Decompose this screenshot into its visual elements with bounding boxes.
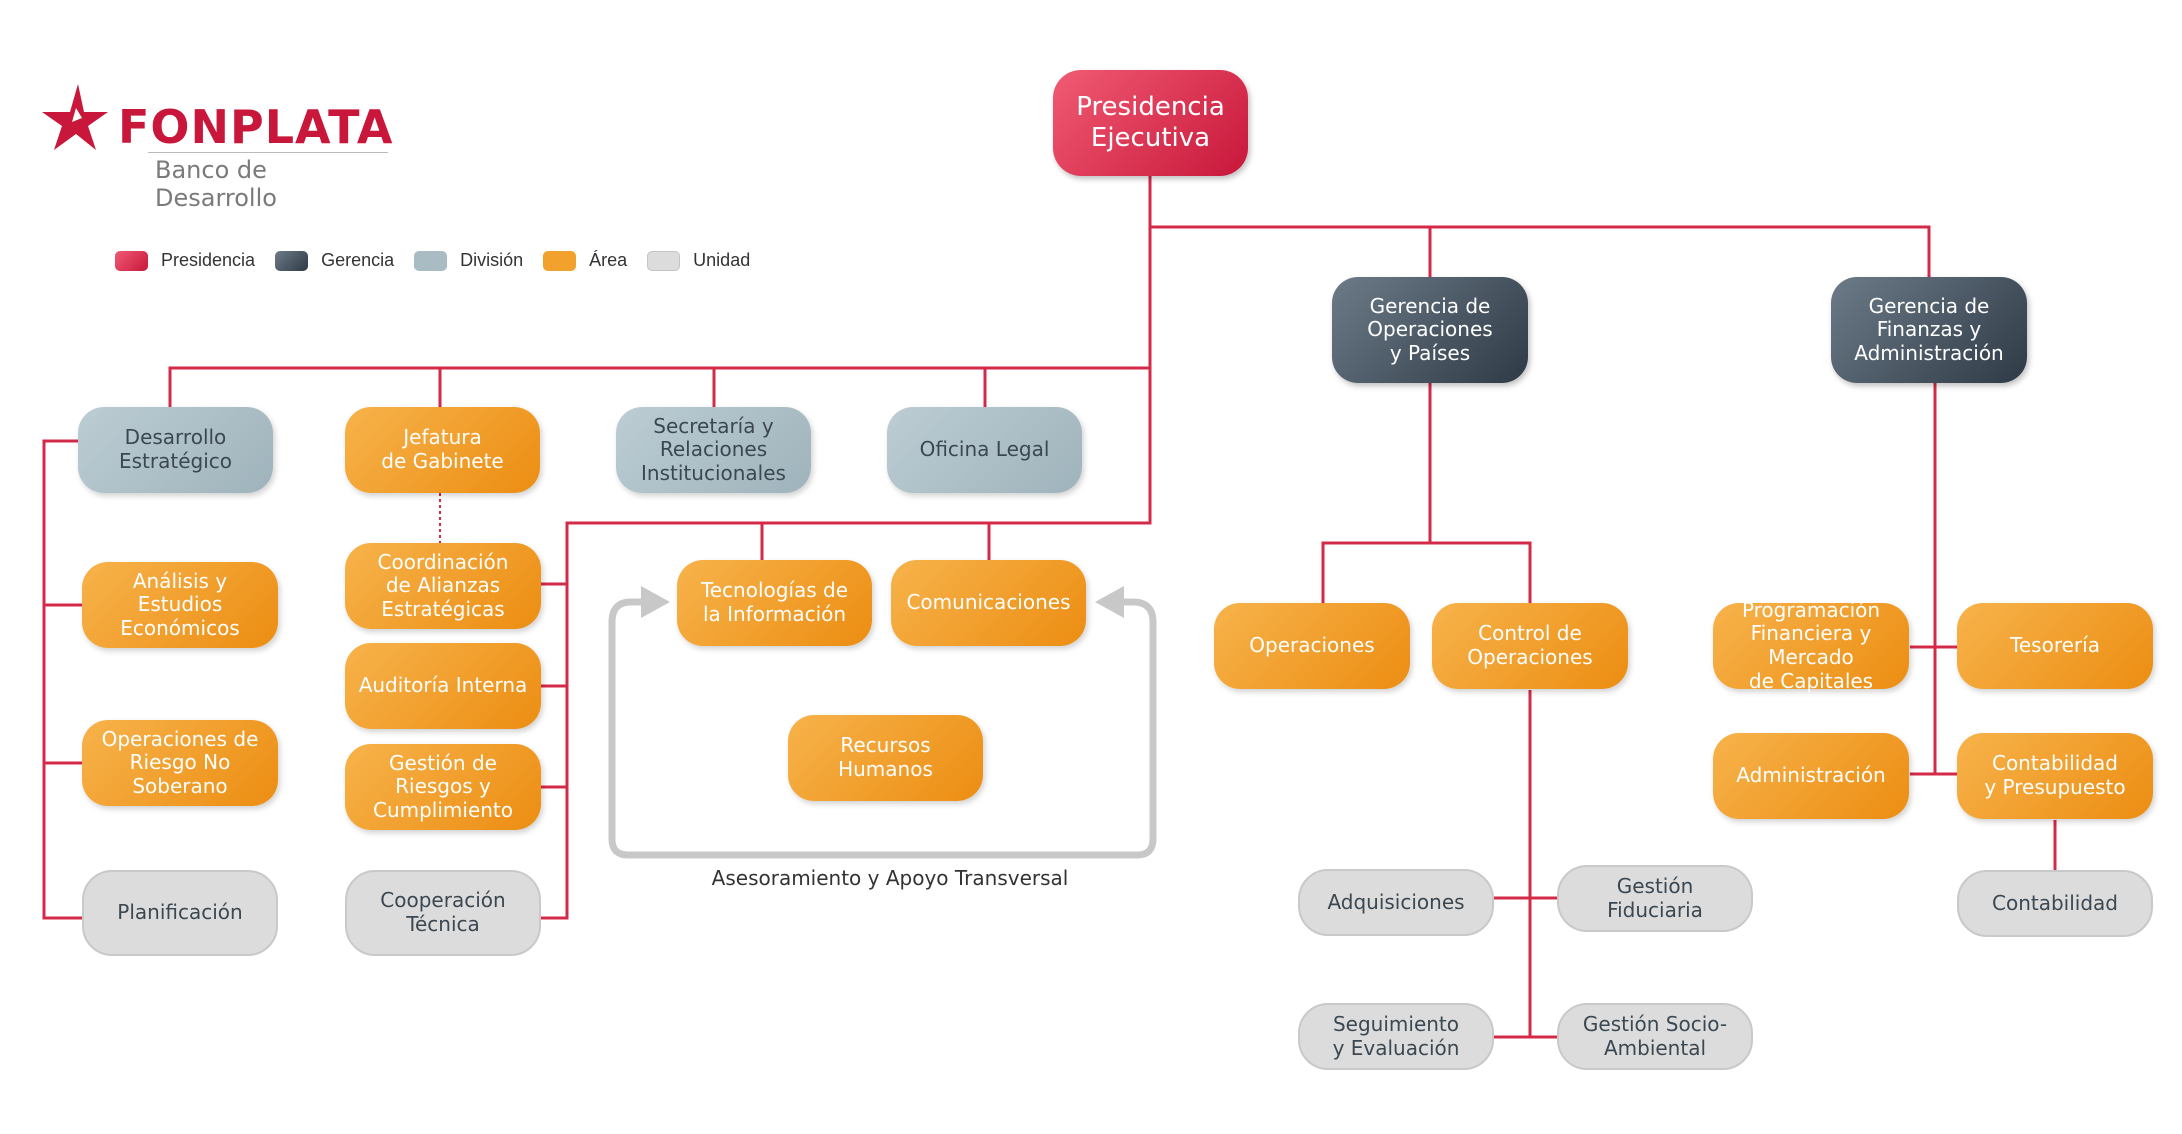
connector xyxy=(541,523,569,920)
legend-label: Área xyxy=(589,250,628,270)
legend-label: Gerencia xyxy=(321,250,395,270)
transversal-loop-arrow xyxy=(608,598,1157,859)
legend-item-area: Área xyxy=(543,250,627,271)
legend-swatch xyxy=(115,250,148,271)
legend-item-unidad: Unidad xyxy=(647,250,750,271)
node-oficina-legal: Oficina Legal xyxy=(887,407,1082,493)
node-adquisiciones: Adquisiciones xyxy=(1298,869,1494,936)
node-jefatura-gabinete: Jefatura de Gabinete xyxy=(345,407,540,493)
logo-subtitle: Banco de Desarrollo xyxy=(155,156,277,212)
node-control-operaciones: Control de Operaciones xyxy=(1432,603,1628,689)
star-icon xyxy=(42,84,108,150)
legend-swatch xyxy=(543,250,577,271)
node-gestion-riesgos: Gestión de Riesgos y Cumplimiento xyxy=(345,744,541,830)
node-coordinacion-alianzas: Coordinación de Alianzas Estratégicas xyxy=(345,543,541,629)
caption-transversal: Asesoramiento y Apoyo Transversal xyxy=(711,866,1069,890)
node-seguimiento-evaluacion: Seguimiento y Evaluación xyxy=(1298,1003,1494,1070)
legend-label: Presidencia xyxy=(161,250,256,270)
node-gerencia-operaciones: Gerencia de Operaciones y Países xyxy=(1332,277,1528,383)
node-contabilidad: Contabilidad xyxy=(1957,870,2153,937)
legend-item-presidencia: Presidencia xyxy=(115,250,255,271)
arrow-head-left xyxy=(641,586,670,618)
legend-label: División xyxy=(460,250,524,270)
logo-divider xyxy=(148,152,388,153)
node-operaciones-riesgo: Operaciones de Riesgo No Soberano xyxy=(82,720,278,806)
legend-label: Unidad xyxy=(693,250,751,270)
connector xyxy=(1321,383,1432,605)
node-operaciones: Operaciones xyxy=(1214,603,1410,689)
node-tecnologias-informacion: Tecnologías de la Información xyxy=(677,560,872,646)
node-recursos-humanos: Recursos Humanos xyxy=(788,715,983,801)
node-administracion: Administración xyxy=(1713,733,1909,819)
legend-swatch xyxy=(275,250,309,271)
legend-item-gerencia: Gerencia xyxy=(275,250,394,271)
connector xyxy=(1430,541,1532,605)
fonplata-logo: FONPLATA Banco de Desarrollo xyxy=(40,82,393,212)
legend-swatch xyxy=(414,250,448,271)
legend-swatch xyxy=(647,250,681,271)
legend-item-division: División xyxy=(414,250,523,271)
node-desarrollo-estrategico: Desarrollo Estratégico xyxy=(78,407,273,493)
arrow-head-right xyxy=(1095,586,1124,618)
connector xyxy=(168,366,1150,410)
node-analisis-estudios: Análisis y Estudios Económicos xyxy=(82,562,278,648)
node-gestion-socio-ambiental: Gestión Socio- Ambiental xyxy=(1557,1003,1753,1070)
node-secretaria-relaciones: Secretaría y Relaciones Institucionales xyxy=(616,407,811,493)
node-gerencia-finanzas: Gerencia de Finanzas y Administración xyxy=(1831,277,2027,383)
node-gestion-fiduciaria: Gestión Fiduciaria xyxy=(1557,865,1753,932)
node-contabilidad-presupuesto: Contabilidad y Presupuesto xyxy=(1957,733,2153,819)
logo-name: FONPLATA xyxy=(118,100,394,154)
legend: Presidencia Gerencia División Área Unida… xyxy=(115,250,770,271)
node-programacion-financiera: Programación Financiera y Mercado de Cap… xyxy=(1713,598,1909,692)
connector xyxy=(42,439,84,920)
node-comunicaciones: Comunicaciones xyxy=(891,560,1086,646)
node-presidencia-ejecutiva: Presidencia Ejecutiva xyxy=(1053,70,1248,176)
node-cooperacion-tecnica: Cooperación Técnica xyxy=(345,870,541,956)
node-auditoria-interna: Auditoría Interna xyxy=(345,643,541,729)
node-planificacion: Planificación xyxy=(82,870,278,956)
node-tesoreria: Tesorería xyxy=(1957,603,2153,689)
connector xyxy=(565,176,1152,600)
connector xyxy=(1150,225,1931,280)
